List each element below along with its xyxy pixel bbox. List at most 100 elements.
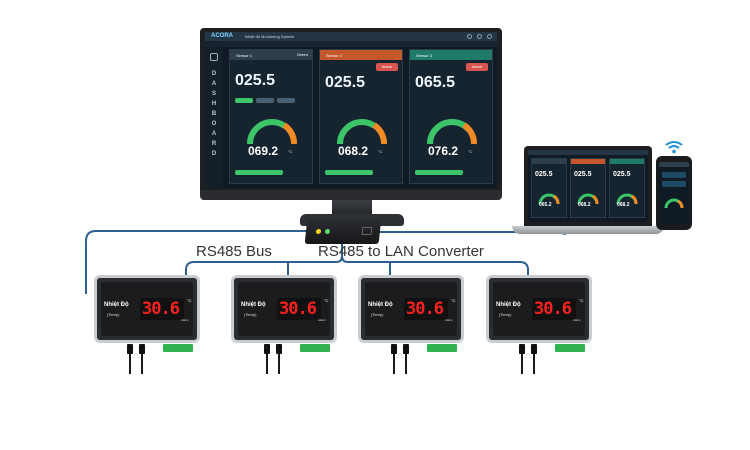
gauge-value: 068.2 xyxy=(338,144,369,158)
brand-logo: ACORA xyxy=(211,33,233,39)
sensor-display: 30.6 xyxy=(532,298,576,320)
sensor-alarm: Alarm xyxy=(445,318,453,322)
status-pill xyxy=(277,98,295,103)
laptop-panel-header xyxy=(571,159,605,164)
monitor-stand xyxy=(332,200,372,216)
terminal-block xyxy=(427,344,457,352)
sensor-reading: 30.6 xyxy=(406,299,444,319)
status-pill xyxy=(235,98,253,103)
panel-value: 065.5 xyxy=(415,74,456,91)
terminal-block xyxy=(163,344,193,352)
monitor-chin xyxy=(200,190,502,200)
laptop-topbar xyxy=(528,150,648,155)
cable-gland xyxy=(391,344,397,354)
cable-gland xyxy=(531,344,537,354)
phone-icon xyxy=(656,156,692,230)
phone-value-bar xyxy=(662,172,686,178)
sensor-unit: °C xyxy=(324,298,329,303)
probe-cable xyxy=(393,354,395,374)
bus-label: RS485 Bus xyxy=(196,243,272,260)
dashboard-subbar xyxy=(205,41,497,47)
temperature-sensor: Nhiệt Độ (Temp) 30.6 °C Alarm xyxy=(486,275,592,374)
sensor-display: 30.6 xyxy=(277,298,321,320)
panel-title: Sensor 2 xyxy=(326,53,343,58)
sensor-name: Nhiệt Độ xyxy=(496,302,521,308)
sensor-sub: (Temp) xyxy=(107,312,120,317)
temperature-sensor: Nhiệt Độ (Temp) 30.6 °C Alarm xyxy=(94,275,200,374)
gauge xyxy=(337,119,387,145)
alarm-badge: Alarm xyxy=(466,63,488,71)
bar-green xyxy=(325,170,373,175)
dashboard-topbar: ACORA Nhiệt độ Monitoring System xyxy=(205,32,497,41)
panel-badge: Green xyxy=(296,52,308,57)
gauge xyxy=(616,193,638,205)
sensor-alarm: Alarm xyxy=(181,318,189,322)
sensor-panel: Sensor 3 Alarm 065.5 076.2 °C xyxy=(409,49,493,184)
sensor-unit: °C xyxy=(579,298,584,303)
panel-header xyxy=(230,50,312,60)
lan-port xyxy=(361,227,373,235)
converter-label: RS485 to LAN Converter xyxy=(318,243,484,260)
panel-header xyxy=(320,50,402,60)
laptop-panel: 025.5 068.2 xyxy=(570,158,606,218)
laptop-panel: 025.5 065.2 xyxy=(531,158,567,218)
cable-gland xyxy=(403,344,409,354)
panel-value: 025.5 xyxy=(325,74,366,91)
laptop-icon: 025.5 065.2 025.5 068.2 025.5 068.2 xyxy=(524,146,652,226)
desktop-monitor: ACORA Nhiệt độ Monitoring System D A S H… xyxy=(200,28,502,196)
dashboard-sidebar: D A S H B O A R D xyxy=(205,47,223,188)
sensor-name: Nhiệt Độ xyxy=(241,302,266,308)
sensor-name: Nhiệt Độ xyxy=(368,302,393,308)
gauge-unit: °C xyxy=(468,149,473,154)
gauge-unit: °C xyxy=(288,149,293,154)
gauge xyxy=(577,193,599,205)
panel-title: Sensor 1 xyxy=(236,53,253,58)
laptop-panel-value: 025.5 xyxy=(535,171,553,178)
cable-gland xyxy=(264,344,270,354)
bar-green xyxy=(235,170,283,175)
sensor-reading: 30.6 xyxy=(534,299,572,319)
probe-cable xyxy=(405,354,407,374)
laptop-gauge-value: 068.2 xyxy=(578,202,591,208)
gauge-value: 069.2 xyxy=(248,144,279,158)
status-led xyxy=(324,229,331,234)
probe-cable xyxy=(521,354,523,374)
converter-icon xyxy=(304,218,382,244)
close-icon[interactable] xyxy=(487,34,492,39)
window-title: Nhiệt độ Monitoring System xyxy=(245,34,295,39)
sensor-alarm: Alarm xyxy=(318,318,326,322)
sensor-sub: (Temp) xyxy=(499,312,512,317)
menu-icon[interactable] xyxy=(210,53,218,61)
sensor-unit: °C xyxy=(187,298,192,303)
probe-cable xyxy=(129,354,131,374)
status-pill xyxy=(256,98,274,103)
status-led xyxy=(315,229,322,234)
probe-cable xyxy=(278,354,280,374)
cable-gland xyxy=(127,344,133,354)
sidebar-label: D A S H B O A R D xyxy=(211,71,217,157)
monitor-dashboard: ACORA Nhiệt độ Monitoring System D A S H… xyxy=(205,32,497,188)
gauge-unit: °C xyxy=(378,149,383,154)
laptop-gauge-value: 068.2 xyxy=(617,202,630,208)
maximize-icon[interactable] xyxy=(477,34,482,39)
probe-cable xyxy=(266,354,268,374)
temperature-sensor: Nhiệt Độ (Temp) 30.6 °C Alarm xyxy=(358,275,464,374)
laptop-panel-header xyxy=(610,159,644,164)
sensor-reading: 30.6 xyxy=(142,299,180,319)
probe-cable xyxy=(141,354,143,374)
sensor-panel: Sensor 2 Alarm 025.5 068.2 °C xyxy=(319,49,403,184)
gauge xyxy=(664,198,684,209)
bar-green xyxy=(415,170,463,175)
gauge xyxy=(247,119,297,145)
phone-dashboard xyxy=(659,162,689,224)
sensor-name: Nhiệt Độ xyxy=(104,302,129,308)
sensor-unit: °C xyxy=(451,298,456,303)
laptop-dashboard: 025.5 065.2 025.5 068.2 025.5 068.2 xyxy=(528,150,648,222)
cable-gland xyxy=(276,344,282,354)
minimize-icon[interactable] xyxy=(467,34,472,39)
gauge xyxy=(427,119,477,145)
laptop-gauge-value: 065.2 xyxy=(539,202,552,208)
cable-gland xyxy=(519,344,525,354)
sensor-sub: (Temp) xyxy=(371,312,384,317)
terminal-block xyxy=(300,344,330,352)
